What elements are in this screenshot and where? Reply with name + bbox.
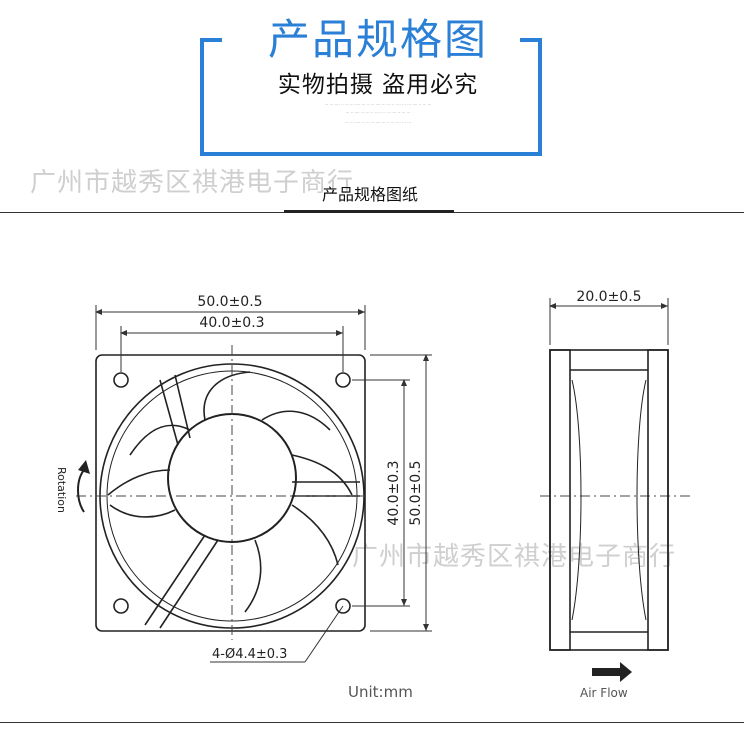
fan-frame bbox=[95, 354, 366, 632]
fine-print: ··· ··· ···· ·· ··· ··· ···· ··· ·· ··· … bbox=[324, 102, 432, 107]
dimension-lines bbox=[549, 298, 669, 345]
mount-hole bbox=[335, 372, 351, 388]
holes-label: 4-Ø4.4±0.3 bbox=[212, 647, 287, 662]
section-underline bbox=[284, 210, 454, 213]
airflow-label: Air Flow bbox=[580, 686, 628, 700]
fan-blade bbox=[244, 539, 262, 613]
fan-blade bbox=[261, 410, 331, 431]
mount-hole bbox=[335, 598, 351, 614]
fan-blade bbox=[109, 504, 176, 518]
depth-label: 20.0±0.5 bbox=[576, 289, 641, 305]
strut bbox=[159, 379, 179, 446]
strut bbox=[159, 539, 219, 629]
rotation-arrow-icon bbox=[78, 460, 90, 474]
header-frame bbox=[200, 38, 542, 156]
hole-width-label: 40.0±0.3 bbox=[199, 315, 264, 331]
mount-hole bbox=[113, 598, 129, 614]
strut bbox=[144, 534, 206, 626]
side-view bbox=[549, 349, 669, 651]
fan-blade bbox=[291, 454, 353, 496]
page-title: 产品规格图 bbox=[236, 14, 520, 66]
fan-blade bbox=[129, 424, 191, 456]
rotation-label: Rotation bbox=[55, 467, 68, 513]
rotation-arrow-icon bbox=[77, 469, 85, 513]
centerlines bbox=[76, 345, 690, 640]
watermark: 广州市越秀区祺港电子商行 bbox=[30, 168, 355, 198]
hole-height-label: 40.0±0.3 bbox=[386, 460, 402, 525]
outer-height-label: 50.0±0.5 bbox=[408, 460, 424, 525]
dimension-lines bbox=[95, 305, 432, 663]
fan-blade bbox=[291, 504, 339, 566]
fine-print: ··· ·· ···· ··· ··· ·· ···· ··· ··· ····… bbox=[345, 110, 411, 115]
fine-print: ··· ··· ···· ·· ··· ··· ···· ··· ·· ··· … bbox=[344, 120, 412, 125]
airflow-arrow-icon bbox=[592, 662, 632, 682]
fan-blade bbox=[107, 469, 171, 496]
divider bbox=[0, 722, 744, 723]
page-subtitle: 实物拍摄 盗用必究 bbox=[277, 72, 479, 98]
mount-hole bbox=[113, 372, 129, 388]
strut bbox=[174, 374, 191, 439]
unit-label: Unit:mm bbox=[348, 683, 413, 701]
outer-width-label: 50.0±0.5 bbox=[197, 294, 262, 310]
side-body bbox=[549, 349, 669, 651]
front-view bbox=[95, 354, 366, 632]
section-title: 产品规格图纸 bbox=[321, 185, 418, 204]
fan-blade bbox=[203, 371, 251, 421]
